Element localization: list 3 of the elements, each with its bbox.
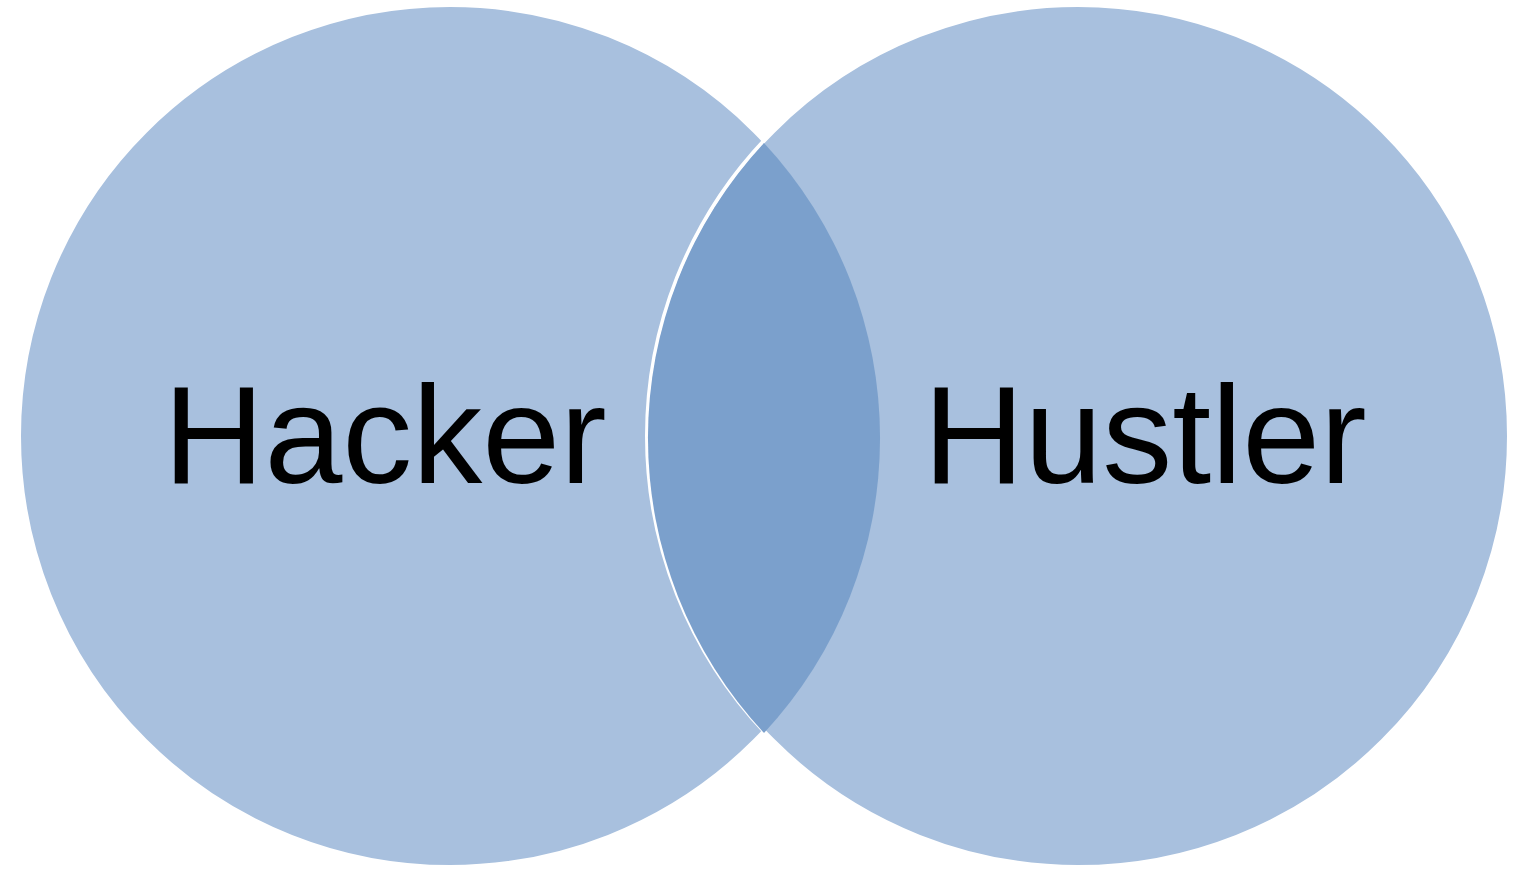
- set-label: Hacker: [163, 365, 607, 505]
- overlap-region: [647, 143, 881, 733]
- set-label: Hustler: [923, 365, 1367, 505]
